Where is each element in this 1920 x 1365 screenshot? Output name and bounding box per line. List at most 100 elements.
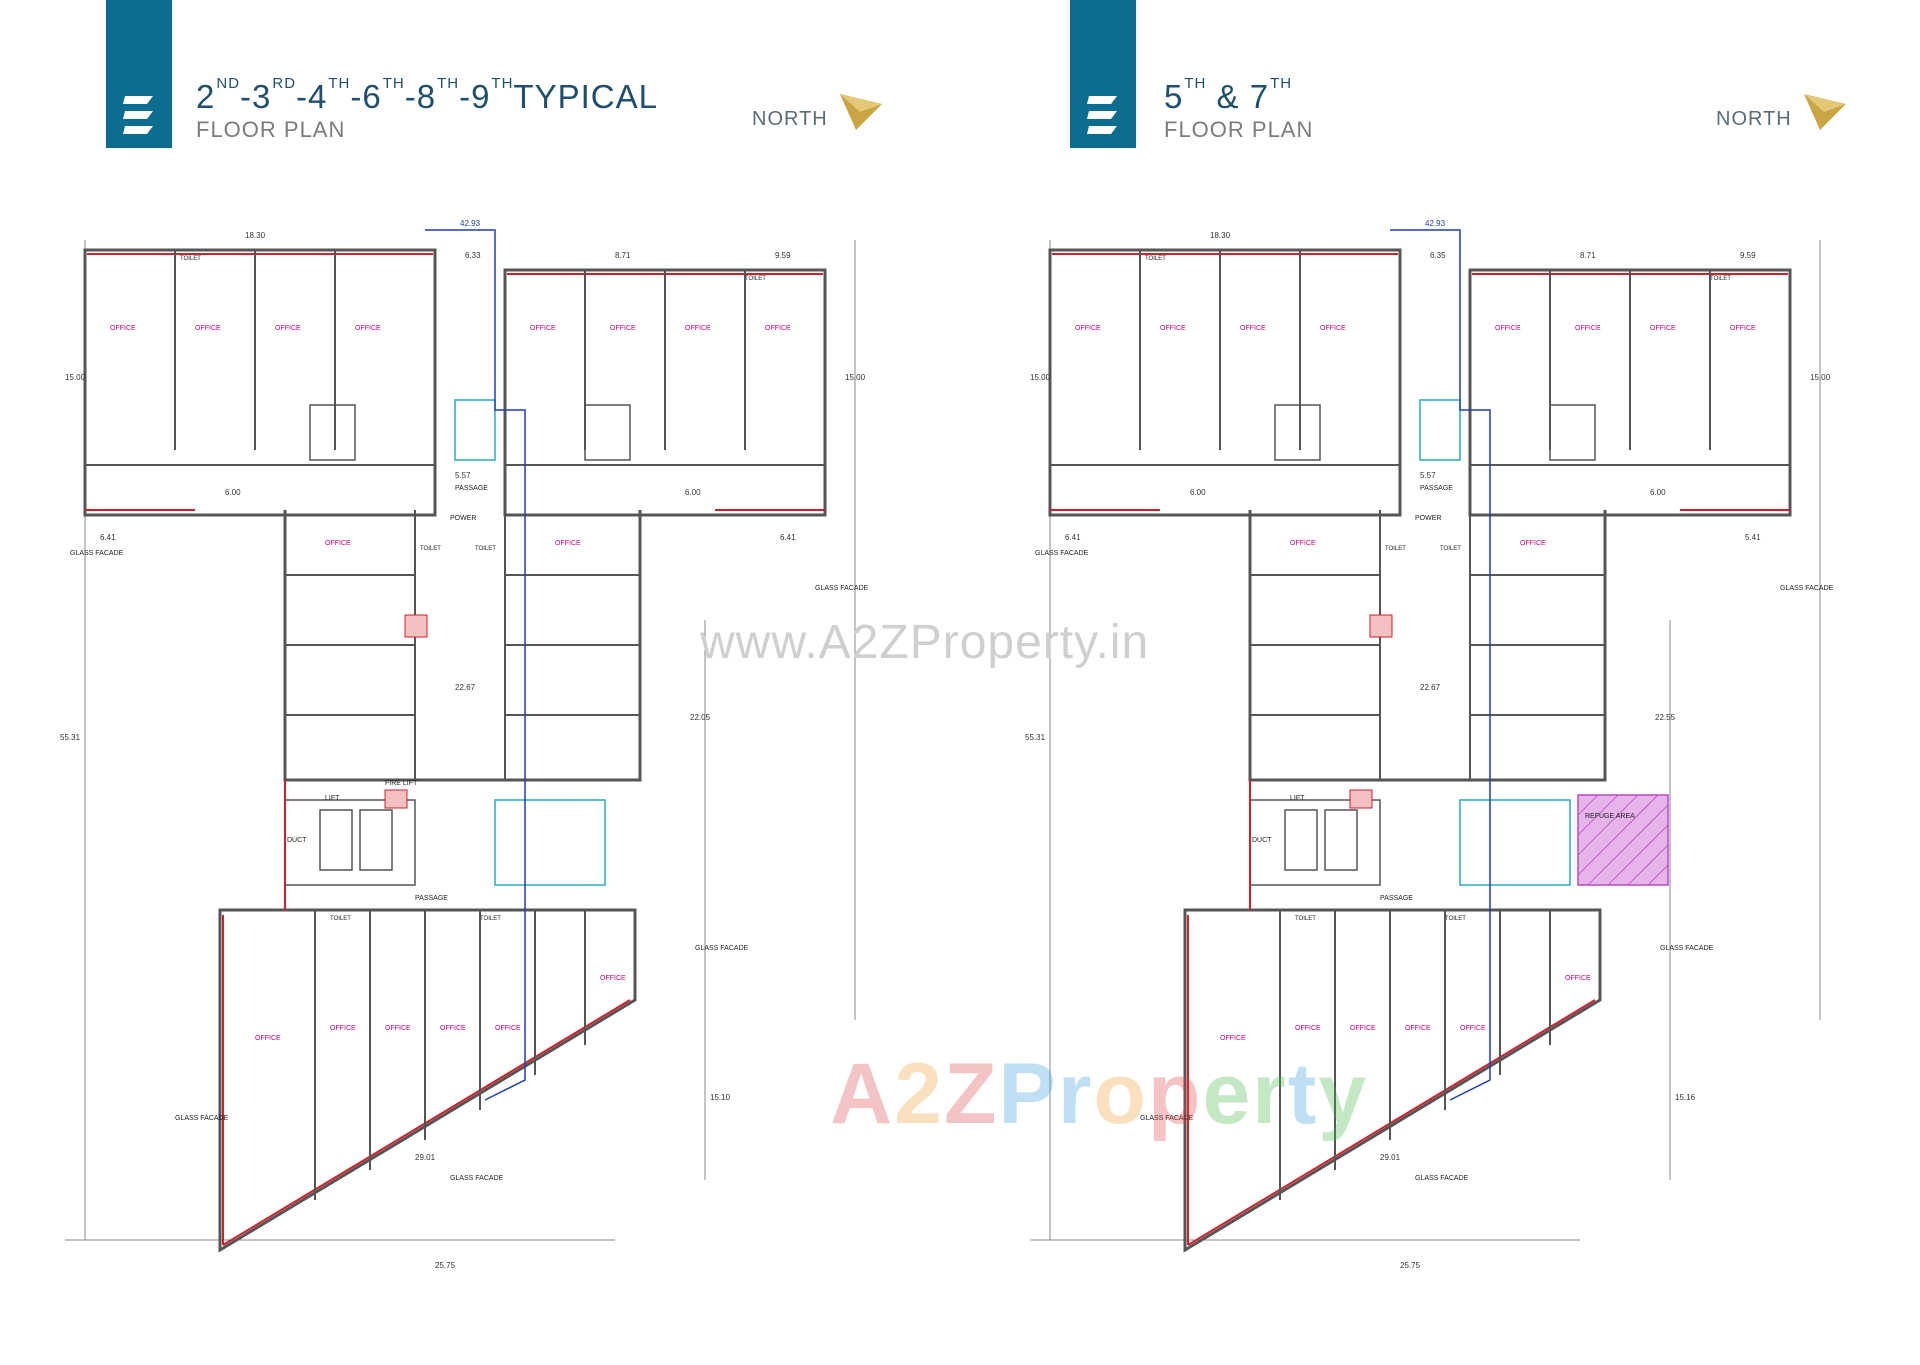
label-glass-facade: GLASS FACADE xyxy=(695,945,749,952)
label-toilet: TOILET xyxy=(1145,256,1166,262)
label-glass-facade: GLASS FACADE xyxy=(1415,1175,1469,1182)
label-toilet: TOILET xyxy=(480,916,501,922)
label-duct: DUCT xyxy=(287,837,307,844)
label-office: OFFICE xyxy=(1290,540,1316,547)
dim-diagonal: 29.01 xyxy=(1380,1153,1401,1162)
dim-top-right-mid: 8.71 xyxy=(1580,251,1596,260)
dim-lobby-b: 6.00 xyxy=(685,488,701,497)
label-refuge-area: REFUGE AREA xyxy=(1585,813,1635,820)
dim-lobby-b: 6.00 xyxy=(1650,488,1666,497)
label-passage: PASSAGE xyxy=(455,485,488,492)
dim-top-mid: 6.33 xyxy=(465,251,481,260)
dim-lobby-a: 6.00 xyxy=(225,488,241,497)
label-lift: LIFT xyxy=(325,795,340,802)
north-label: NORTH xyxy=(752,108,828,130)
label-office: OFFICE xyxy=(440,1025,466,1032)
dim-right-wing: 6.41 xyxy=(780,533,796,542)
dim-left-wing: 6.41 xyxy=(1065,533,1081,542)
dim-left-height: 15.00 xyxy=(1030,373,1051,382)
dim-total-height: 55.31 xyxy=(1025,733,1046,742)
label-office: OFFICE xyxy=(195,325,221,332)
label-toilet: TOILET xyxy=(180,256,201,262)
dim-right-height: 15.00 xyxy=(1810,373,1831,382)
label-glass-facade: GLASS FACADE xyxy=(1660,945,1714,952)
dim-top-right-mid: 8.71 xyxy=(615,251,631,260)
label-glass-facade: GLASS FACADE xyxy=(1780,585,1834,592)
label-office: OFFICE xyxy=(765,325,791,332)
refuge-area xyxy=(1577,794,1669,886)
label-office: OFFICE xyxy=(530,325,556,332)
dim-core-right: 22.55 xyxy=(1655,713,1676,722)
label-office: OFFICE xyxy=(1160,325,1186,332)
label-office: OFFICE xyxy=(1075,325,1101,332)
plan-title-main: 5TH & 7TH xyxy=(1164,75,1293,115)
dim-lobby-a: 6.00 xyxy=(1190,488,1206,497)
dim-top-right: 9.59 xyxy=(1740,251,1756,260)
label-power: POWER xyxy=(450,515,476,522)
plan-subtitle: FLOOR PLAN xyxy=(196,117,346,142)
dim-diagonal: 29.01 xyxy=(415,1153,436,1162)
label-office: OFFICE xyxy=(1575,325,1601,332)
dim-core-right: 22.05 xyxy=(690,713,711,722)
label-passage: PASSAGE xyxy=(1380,895,1413,902)
label-office: OFFICE xyxy=(1460,1025,1486,1032)
floor-plan-panel-typical: 2ND-3RD-4TH-6TH-8TH-9THTYPICAL FLOOR PLA… xyxy=(60,0,882,1270)
brand-logo-icon xyxy=(1087,96,1117,134)
plan-subtitle: FLOOR PLAN xyxy=(1164,117,1314,142)
website-watermark: www.A2ZProperty.in xyxy=(700,616,1150,669)
label-toilet: TOILET xyxy=(330,916,351,922)
floor-plan-panel-5-7: 5TH & 7TH FLOOR PLAN NORTH xyxy=(960,0,1920,1365)
label-office: OFFICE xyxy=(1495,325,1521,332)
dim-passage-width: 5.57 xyxy=(1420,471,1436,480)
label-toilet: TOILET xyxy=(1385,546,1406,552)
label-toilet: TOILET xyxy=(1295,916,1316,922)
label-glass-facade: GLASS FACADE xyxy=(1140,1115,1194,1122)
dim-bottom-width: 25.75 xyxy=(1400,1261,1421,1270)
brand-watermark: A2Z Property xyxy=(830,1046,1369,1142)
label-office: OFFICE xyxy=(600,975,626,982)
label-toilet: TOILET xyxy=(745,276,766,282)
dim-right-wing: 5.41 xyxy=(1745,533,1761,542)
label-duct: DUCT xyxy=(1252,837,1272,844)
label-office: OFFICE xyxy=(555,540,581,547)
dim-bottom-width: 25.75 xyxy=(435,1261,456,1270)
label-office: OFFICE xyxy=(1350,1025,1376,1032)
label-office: OFFICE xyxy=(1220,1035,1246,1042)
label-office: OFFICE xyxy=(255,1035,281,1042)
label-toilet: TOILET xyxy=(1445,916,1466,922)
label-office: OFFICE xyxy=(325,540,351,547)
label-office: OFFICE xyxy=(1520,540,1546,547)
dim-right-lower: 15.10 xyxy=(710,1093,731,1102)
label-office: OFFICE xyxy=(1730,325,1756,332)
north-arrow-icon xyxy=(1804,94,1846,130)
label-lift: LIFT xyxy=(1290,795,1305,802)
brand-logo-block xyxy=(1070,0,1136,148)
brand-logo-icon xyxy=(123,96,153,134)
plan-title: 5TH & 7TH FLOOR PLAN xyxy=(1164,75,1314,143)
dim-overall-top: 42.93 xyxy=(1425,220,1446,228)
label-office: OFFICE xyxy=(355,325,381,332)
label-toilet: TOILET xyxy=(420,546,441,552)
dim-left-height: 15.00 xyxy=(65,373,86,382)
dim-top-mid: 6.35 xyxy=(1430,251,1446,260)
plan-title-main: 2ND-3RD-4TH-6TH-8TH-9THTYPICAL xyxy=(196,75,658,115)
label-office: OFFICE xyxy=(495,1025,521,1032)
dim-left-wing: 6.41 xyxy=(100,533,116,542)
label-office: OFFICE xyxy=(1295,1025,1321,1032)
label-office: OFFICE xyxy=(385,1025,411,1032)
label-power: POWER xyxy=(1415,515,1441,522)
dim-total-height: 55.31 xyxy=(60,733,81,742)
brand-logo-block xyxy=(106,0,172,148)
label-office: OFFICE xyxy=(330,1025,356,1032)
dim-right-height: 15.00 xyxy=(845,373,866,382)
plan-title: 2ND-3RD-4TH-6TH-8TH-9THTYPICAL FLOOR PLA… xyxy=(196,75,658,143)
label-toilet: TOILET xyxy=(475,546,496,552)
label-passage: PASSAGE xyxy=(1420,485,1453,492)
label-glass-facade: GLASS FACADE xyxy=(175,1115,229,1122)
label-toilet: TOILET xyxy=(1710,276,1731,282)
north-arrow-icon xyxy=(840,94,882,130)
label-office: OFFICE xyxy=(1405,1025,1431,1032)
label-office: OFFICE xyxy=(110,325,136,332)
dim-core-width: 22.67 xyxy=(1420,683,1441,692)
label-glass-facade: GLASS FACADE xyxy=(815,585,869,592)
